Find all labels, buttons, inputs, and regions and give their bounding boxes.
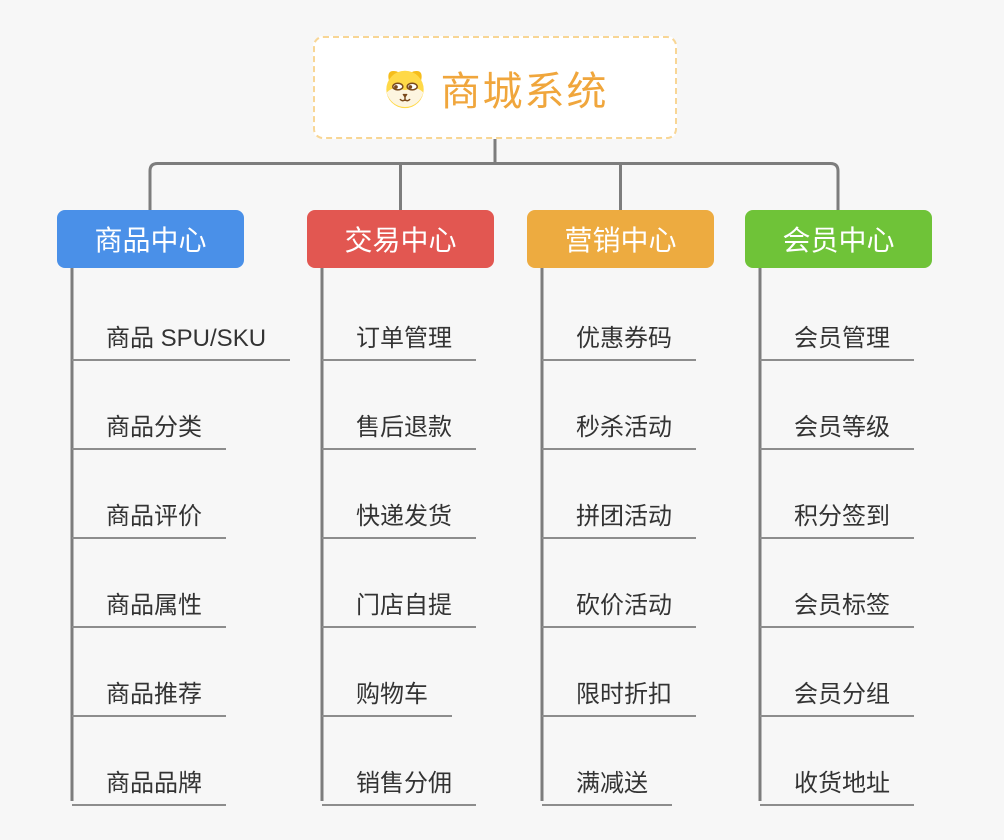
leaf-item[interactable]: 会员等级 [760,398,914,450]
leaf-item[interactable]: 砍价活动 [542,576,696,628]
leaf-item[interactable]: 会员分组 [760,665,914,717]
leaf-item[interactable]: 满减送 [542,754,672,806]
leaf-item[interactable]: 拼团活动 [542,487,696,539]
branch-node-trade[interactable]: 交易中心 [307,210,494,268]
dog-face-icon [382,65,428,111]
leaf-item[interactable]: 商品属性 [72,576,226,628]
leaf-item[interactable]: 优惠券码 [542,309,696,361]
leaf-item[interactable]: 秒杀活动 [542,398,696,450]
leaf-item[interactable]: 商品评价 [72,487,226,539]
leaf-item[interactable]: 商品 SPU/SKU [72,309,291,361]
leaf-item[interactable]: 收货地址 [760,754,914,806]
leaf-item[interactable]: 商品分类 [72,398,226,450]
root-title: 商城系统 [440,69,609,114]
leaf-item[interactable]: 商品推荐 [72,665,226,717]
leaf-item[interactable]: 快递发货 [322,487,476,539]
root-node[interactable]: 商城系统 [313,36,677,139]
leaf-item[interactable]: 门店自提 [322,576,476,628]
branch-node-marketing[interactable]: 营销中心 [527,210,714,268]
leaf-item[interactable]: 商品品牌 [72,754,226,806]
leaf-item[interactable]: 限时折扣 [542,665,696,717]
branch-node-member[interactable]: 会员中心 [745,210,932,268]
leaf-item[interactable]: 售后退款 [322,398,476,450]
leaf-item[interactable]: 会员标签 [760,576,914,628]
leaf-item[interactable]: 销售分佣 [322,754,476,806]
leaf-item[interactable]: 订单管理 [322,309,476,361]
leaf-item[interactable]: 会员管理 [760,309,914,361]
leaf-item[interactable]: 积分签到 [760,487,914,539]
leaf-item[interactable]: 购物车 [322,665,452,717]
branch-node-goods[interactable]: 商品中心 [57,210,244,268]
